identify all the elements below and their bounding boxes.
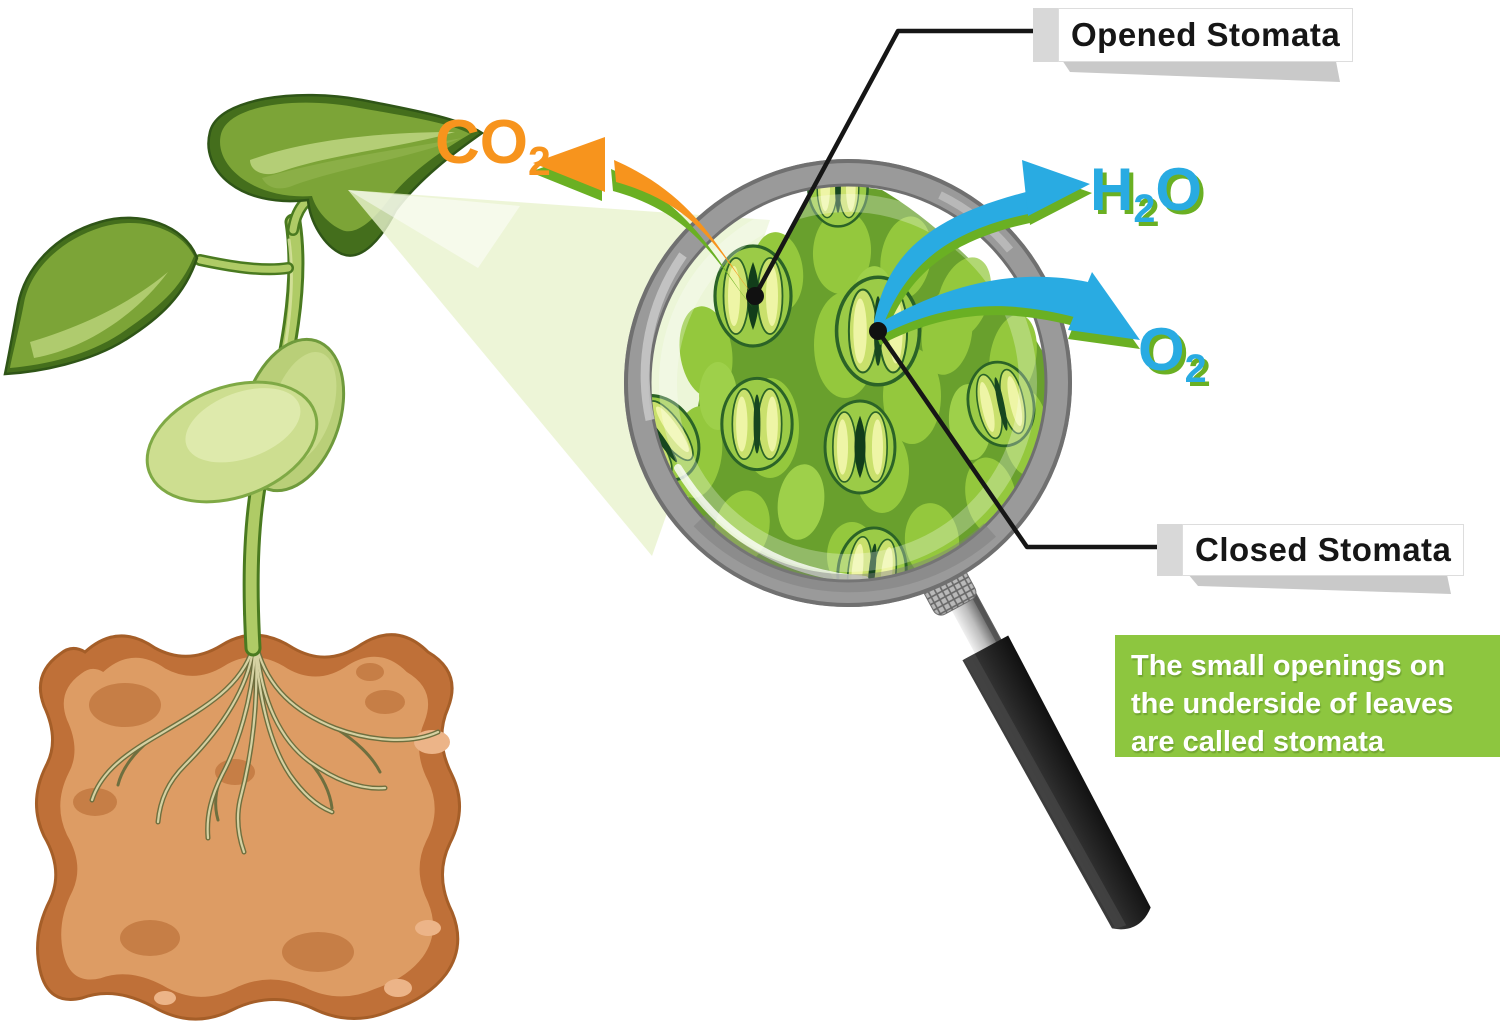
plant-seedling: [3, 93, 485, 1021]
left-leaf: [3, 216, 199, 376]
closed-label-shadow: [1188, 570, 1451, 594]
closed-label-tab: [1157, 524, 1182, 576]
opened-stomata-label: Opened Stomata: [1058, 8, 1354, 62]
o2-arrow: [876, 272, 1140, 349]
stoma: [720, 376, 794, 472]
h2o-subscript: 2: [1133, 186, 1156, 231]
h2o-label: H2O: [1090, 160, 1202, 229]
opened-stomata-pointer-line: [753, 28, 1035, 298]
soil-block: [34, 633, 462, 1021]
top-leaf: [207, 93, 485, 257]
magnifier-handle: [919, 560, 1151, 930]
info-box: The small openings on the underside of l…: [1115, 635, 1500, 758]
h2o-h: H: [1090, 156, 1134, 223]
co2-arrow: [530, 137, 756, 308]
o2-subscript: 2: [1184, 346, 1207, 391]
co2-base: CO: [435, 108, 528, 177]
closed-stomata-pointer-line: [876, 329, 1157, 550]
stoma: [823, 399, 897, 495]
co2-subscript: 2: [528, 138, 551, 185]
o2-base: O: [1138, 316, 1185, 383]
opened-stomata-callout: Opened Stomata: [1033, 8, 1354, 62]
opened-label-tab: [1033, 8, 1058, 62]
closed-stomata-callout: Closed Stomata: [1157, 524, 1465, 576]
lens-glare-streak: [674, 464, 869, 580]
cotyledon-front: [145, 380, 319, 504]
opened-stomata-pointer-dot: [746, 287, 764, 305]
lens-glare-ring: [659, 194, 1037, 572]
co2-label: CO2: [435, 112, 551, 182]
handle-grip: [962, 635, 1151, 930]
closed-stomata-label: Closed Stomata: [1182, 524, 1465, 576]
h2o-o: O: [1155, 156, 1203, 223]
info-box-text: The small openings on the underside of l…: [1131, 650, 1454, 758]
roots: [89, 645, 441, 855]
lens-rim: [624, 159, 1072, 607]
opened-label-shadow: [1062, 56, 1340, 82]
soil-spots: [73, 663, 405, 972]
callout-pointers: [746, 28, 1451, 594]
closed-stomata-pointer-dot: [869, 322, 887, 340]
o2-label: O2: [1138, 320, 1207, 389]
magnifying-glass: [624, 159, 1072, 607]
h2o-arrow: [874, 160, 1092, 342]
